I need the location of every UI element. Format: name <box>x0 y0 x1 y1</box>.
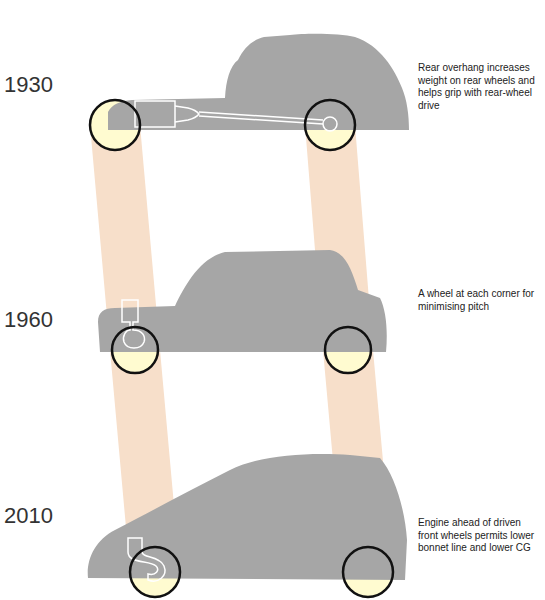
gearbox-1930 <box>175 106 199 122</box>
car-bodies <box>88 34 409 580</box>
design-note: Rear overhang increases weight on rear w… <box>418 62 542 112</box>
drive-shaft <box>199 112 323 120</box>
drivetrains <box>122 101 337 581</box>
wheel <box>130 547 180 597</box>
year-label: 1960 <box>4 307 53 333</box>
rear-differential <box>323 117 337 131</box>
wheels <box>90 100 393 597</box>
car-body-1930 <box>108 34 409 130</box>
engine-1960 <box>122 300 145 348</box>
wheel <box>305 100 355 150</box>
year-label: 1930 <box>4 72 53 98</box>
wheel <box>90 100 140 150</box>
design-note: A wheel at each corner for minimising pi… <box>418 288 542 313</box>
design-note: Engine ahead of driven front wheels perm… <box>418 517 542 555</box>
car-body-2010 <box>88 454 407 580</box>
car-body-1960 <box>98 250 387 352</box>
wheel <box>325 327 371 373</box>
wheel <box>343 547 393 597</box>
wheel <box>112 327 158 373</box>
year-label: 2010 <box>4 503 53 529</box>
